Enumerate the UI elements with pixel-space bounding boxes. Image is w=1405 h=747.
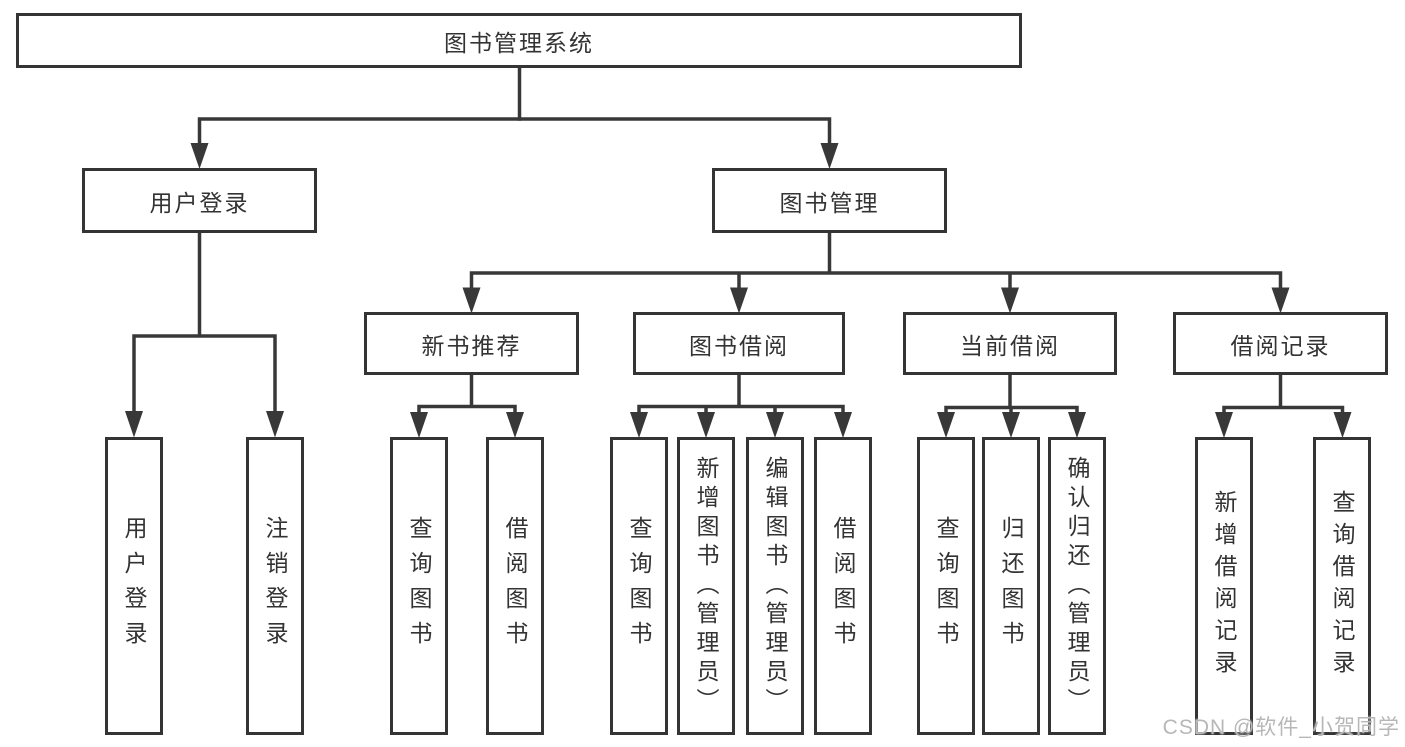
node-book-management: 图书管理 — [712, 168, 947, 233]
leaf-query-books-recommend: 查询图书 — [390, 437, 448, 735]
node-borrow-records: 借阅记录 — [1173, 312, 1388, 375]
arrowheads-borrow-records — [1215, 412, 1352, 438]
leaf-add-book-admin: 新增图书（管理员） — [677, 437, 735, 735]
arrowheads-new-book-recommend — [410, 412, 524, 438]
leaf-query-borrow-record: 查询借阅记录 — [1313, 437, 1371, 735]
leaf-confirm-return-admin: 确认归还（管理员） — [1048, 437, 1106, 735]
csdn-watermark: CSDN @软件_小贺同学 — [1162, 716, 1400, 739]
arrowheads-current-borrow — [937, 412, 1086, 438]
node-book-borrow: 图书借阅 — [633, 312, 845, 375]
branch-book-management — [469, 231, 1283, 289]
branch-root-to-level2 — [197, 67, 832, 146]
node-user-login: 用户登录 — [82, 168, 317, 233]
leaf-edit-book-admin: 编辑图书（管理员） — [746, 437, 804, 735]
arrowheads-user-login — [125, 411, 284, 438]
leaf-logout: 注销登录 — [246, 437, 304, 735]
arrowheads-book-borrow — [630, 412, 852, 438]
leaf-borrow-books-recommend: 借阅图书 — [486, 437, 544, 735]
branch-book-borrow — [637, 373, 845, 413]
node-root: 图书管理系统 — [16, 13, 1022, 68]
leaf-add-borrow-record: 新增借阅记录 — [1195, 437, 1253, 735]
node-new-book-recommend: 新书推荐 — [364, 312, 579, 375]
branch-current-borrow — [944, 373, 1079, 414]
branch-user-login — [132, 231, 277, 413]
leaf-query-books-current: 查询图书 — [917, 437, 975, 735]
leaf-borrow-books-borrow: 借阅图书 — [814, 437, 872, 735]
branch-new-book-recommend — [417, 373, 517, 413]
arrowheads-level3 — [462, 287, 1290, 314]
leaf-query-books-borrow: 查询图书 — [610, 437, 668, 735]
leaf-user-login: 用户登录 — [105, 437, 163, 735]
node-current-borrow: 当前借阅 — [903, 312, 1117, 375]
arrowheads-level2 — [190, 143, 839, 169]
branch-borrow-records — [1222, 373, 1345, 414]
leaf-return-book: 归还图书 — [982, 437, 1040, 735]
